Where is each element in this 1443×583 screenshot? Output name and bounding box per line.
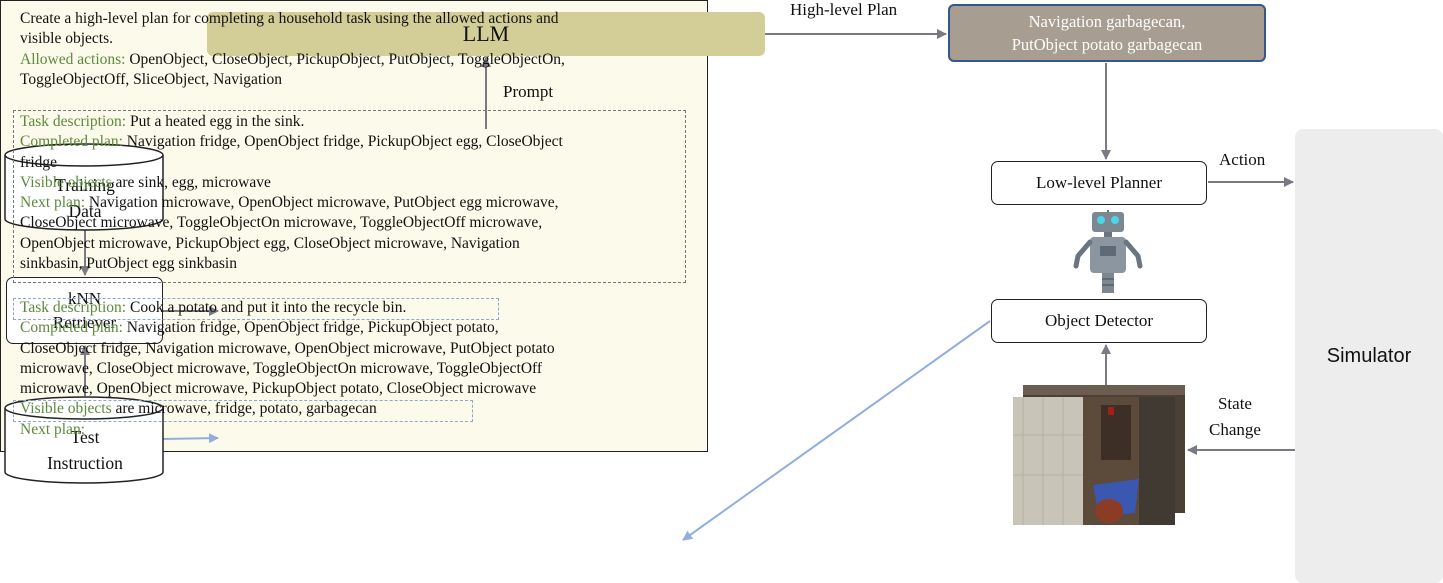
example-next-line2: CloseObject microwave, ToggleObjectOn mi… (20, 214, 543, 232)
query-task-dashed-box (13, 298, 499, 320)
example-next-line4: sinkbasin, PutObject egg sinkbasin (20, 255, 237, 273)
low-level-planner-box: Low-level Planner (991, 161, 1207, 205)
training-data-cylinder (4, 143, 164, 231)
prompt-intro-line2: visible objects. (20, 30, 113, 48)
label-high-level-plan: High-level Plan (790, 0, 898, 19)
example-next-label: Next plan: (20, 194, 85, 212)
prompt-header: Create a high-level plan for completing … (20, 9, 690, 90)
robot-icon (1073, 210, 1143, 293)
query-completed-line3: microwave, CloseObject microwave, Toggle… (20, 359, 543, 377)
example-completed-text: Navigation fridge, OpenObject fridge, Pi… (122, 133, 563, 151)
object-detector-box: Object Detector (991, 299, 1207, 343)
query-completed-line1: Completed plan: Navigation fridge, OpenO… (20, 318, 690, 338)
query-completed-label: Completed plan: (20, 319, 123, 337)
arrow-detector-to-visible (682, 320, 991, 541)
simulator-view-image (1013, 385, 1185, 525)
query-visible-dashed-box (13, 400, 473, 422)
label-action: Action (1219, 150, 1266, 169)
example-completed-label: Completed plan: (20, 133, 123, 151)
label-prompt: Prompt (503, 82, 554, 101)
query-completed-line4: microwave, OpenObject microwave, PickupO… (20, 380, 537, 398)
query-visible-label: Visible objects (20, 400, 112, 418)
allowed-actions-line1: Allowed actions: OpenObject, CloseObject… (20, 50, 690, 70)
label-change: Change (1209, 420, 1261, 439)
training-data-label: Training Data (5, 172, 165, 224)
llm-label: LLM (462, 21, 510, 46)
prompt-intro-line1: Create a high-level plan for completing … (20, 10, 559, 27)
example-dashed-box (13, 110, 686, 283)
allowed-actions-label: Allowed actions: (20, 50, 126, 68)
llm-box: LLM (207, 12, 765, 56)
query-task-line: Task description: Cook a potato and put … (20, 298, 690, 318)
prompt-box: Create a high-level plan for completing … (0, 0, 708, 452)
allowed-actions-line2: ToggleObjectOff, SliceObject, Navigation (20, 70, 283, 88)
query-next-label: Next plan: (20, 420, 85, 438)
example-visible-label: Visible objects (20, 173, 112, 191)
arrow-test-to-task (162, 433, 219, 444)
output-line-1: Navigation garbagecan, (1028, 12, 1186, 31)
simulator-box: Simulator (1295, 129, 1443, 583)
retrieved-example: Task description: Put a heated egg in th… (20, 112, 690, 274)
training-data-line1: Training (55, 175, 115, 195)
example-visible-text: are sink, egg, microwave (111, 173, 271, 191)
query-completed-text: Navigation fridge, OpenObject fridge, Pi… (122, 319, 499, 337)
example-task-label: Task description: (20, 113, 127, 130)
allowed-actions-text: OpenObject, CloseObject, PickupObject, P… (125, 50, 565, 68)
label-state: State (1217, 394, 1252, 413)
example-task-text: Put a heated egg in the sink. (126, 113, 305, 130)
knn-retriever-box: kNN Retriever (6, 277, 163, 344)
output-line-2: PutObject potato garbagecan (1011, 35, 1203, 54)
simulator-label: Simulator (1326, 344, 1412, 367)
query-visible-text: are microwave, fridge, potato, garbageca… (111, 400, 377, 418)
test-instruction-label: Test Instruction (5, 424, 165, 476)
example-completed-line1: Completed plan: Navigation fridge, OpenO… (20, 132, 690, 152)
training-data-line2: Data (68, 201, 102, 221)
example-next-text: Navigation microwave, OpenObject microwa… (85, 194, 559, 212)
example-next-line3: OpenObject microwave, PickupObject egg, … (20, 234, 520, 252)
high-level-plan-output: Navigation garbagecan, PutObject potato … (948, 4, 1266, 62)
label-state-change: State Change (1209, 391, 1261, 443)
query-next-line: Next plan: (20, 420, 690, 440)
example-completed-line2: fridge (20, 153, 58, 171)
example-visible-line: Visible objects are sink, egg, microwave (20, 173, 690, 193)
query-task-label: Task description: (20, 299, 127, 316)
test-instruction-line1: Test (70, 427, 100, 447)
query-task-text: Cook a potato and put it into the recycl… (126, 299, 407, 316)
example-task-line: Task description: Put a heated egg in th… (20, 112, 690, 132)
knn-line2: Retriever (52, 312, 117, 332)
test-instruction-cylinder (4, 396, 164, 484)
query-visible-line: Visible objects are microwave, fridge, p… (20, 399, 690, 419)
query-section: Task description: Cook a potato and put … (20, 298, 690, 440)
test-instruction-line2: Instruction (47, 453, 123, 473)
example-next-line1: Next plan: Navigation microwave, OpenObj… (20, 193, 690, 213)
object-detector-label: Object Detector (1044, 311, 1154, 330)
low-level-planner-label: Low-level Planner (1035, 173, 1163, 192)
query-completed-line2: CloseObject fridge, Navigation microwave… (20, 339, 555, 357)
